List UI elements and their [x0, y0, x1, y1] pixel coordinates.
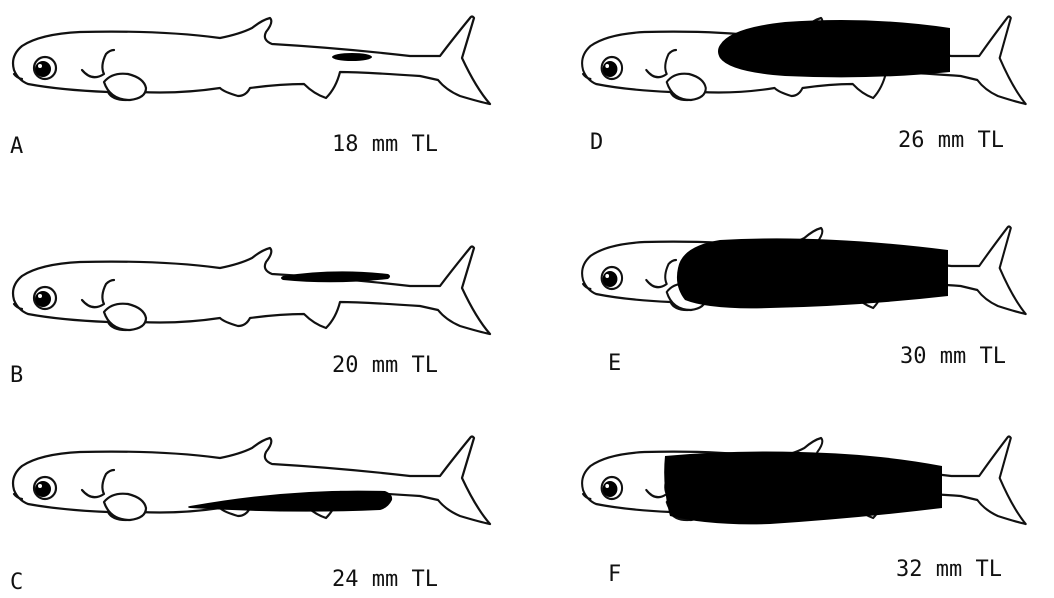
- fish-drawing-a: [0, 0, 520, 130]
- panel-label-b: B: [10, 363, 23, 388]
- fish-drawing-c: [0, 420, 520, 550]
- size-label-f: 32 mm TL: [896, 557, 1002, 582]
- panel-b: B 20 mm TL: [0, 230, 520, 400]
- fish-drawing-d: [570, 0, 1054, 130]
- fish-drawing-f: [570, 420, 1054, 550]
- panel-f: F 32 mm TL: [570, 420, 1054, 598]
- size-label-a: 18 mm TL: [332, 132, 438, 157]
- size-label-e: 30 mm TL: [900, 344, 1006, 369]
- panel-label-f: F: [608, 562, 621, 587]
- pigment-spot-a: [332, 53, 372, 61]
- panel-label-e: E: [608, 351, 621, 376]
- pigment-body-e: [677, 238, 948, 308]
- size-label-d: 26 mm TL: [898, 128, 1004, 153]
- pigment-body-d: [718, 20, 950, 77]
- panel-a: A 18 mm TL: [0, 0, 520, 190]
- size-label-c: 24 mm TL: [332, 567, 438, 592]
- pigment-bar-b: [281, 271, 390, 282]
- panel-d: D 26 mm TL: [570, 0, 1054, 190]
- panel-e: E 30 mm TL: [570, 210, 1054, 390]
- size-label-b: 20 mm TL: [332, 353, 438, 378]
- fish-drawing-e: [570, 210, 1054, 340]
- panel-c: C 24 mm TL: [0, 420, 520, 598]
- pigment-body-f: [664, 452, 942, 525]
- fish-drawing-b: [0, 230, 520, 360]
- panel-label-d: D: [590, 130, 603, 155]
- panel-label-c: C: [10, 570, 23, 595]
- panel-label-a: A: [10, 134, 23, 159]
